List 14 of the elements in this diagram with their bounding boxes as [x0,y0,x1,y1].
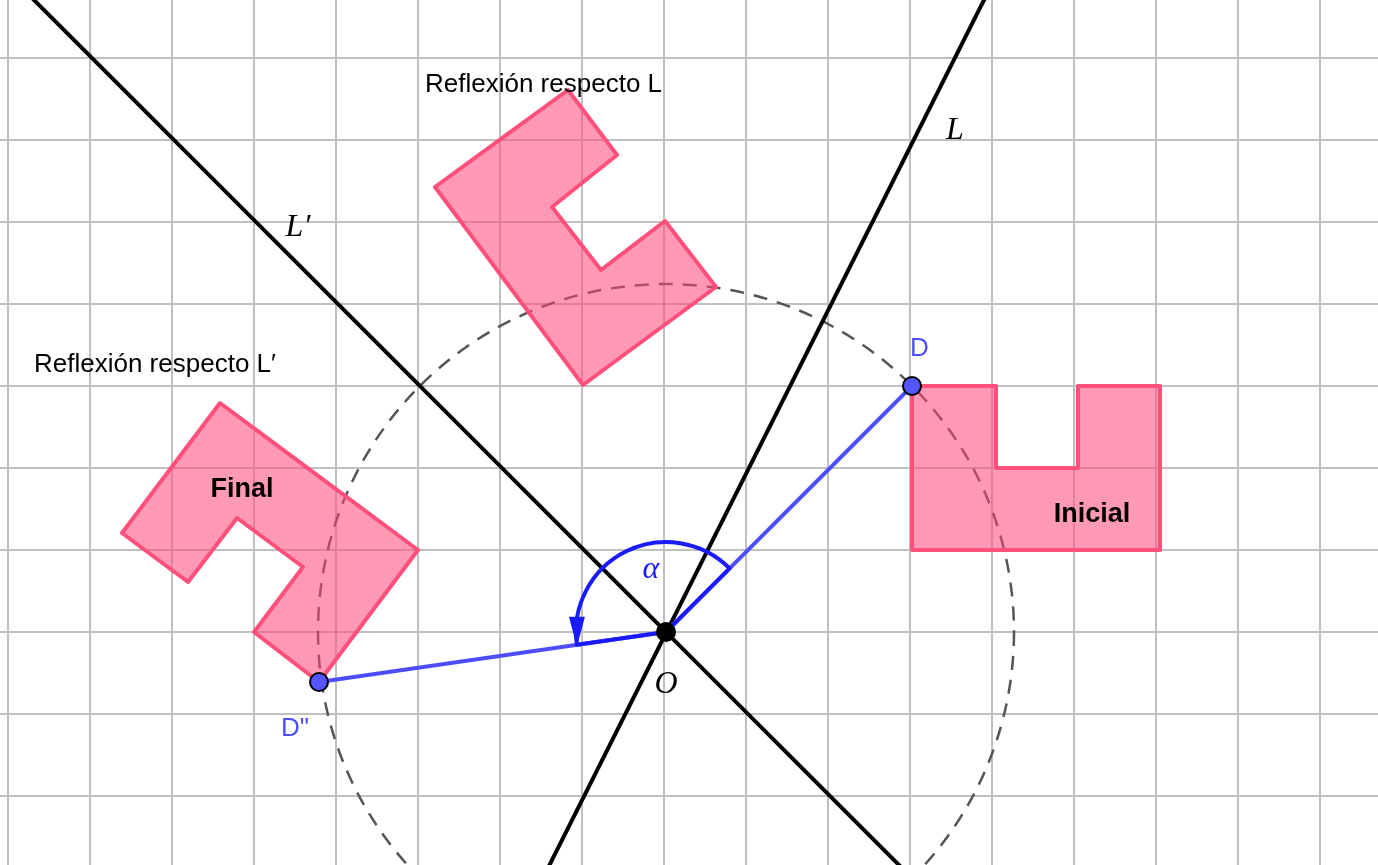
point-label: O [654,664,678,701]
polygon-figure [910,384,1162,552]
caption-text: Reflexión respecto L [425,68,663,99]
line-label: L [946,109,964,147]
point-label: D" [281,712,309,743]
point-label: D [910,332,929,363]
point [656,622,676,642]
line-label: L′ [285,206,311,244]
point [902,376,922,396]
caption-text: Reflexión respecto L′ [34,348,276,379]
point [309,672,329,692]
angle-label: α [642,548,660,586]
shape-label: Final [210,472,274,504]
shape-label: Inicial [1053,497,1131,529]
